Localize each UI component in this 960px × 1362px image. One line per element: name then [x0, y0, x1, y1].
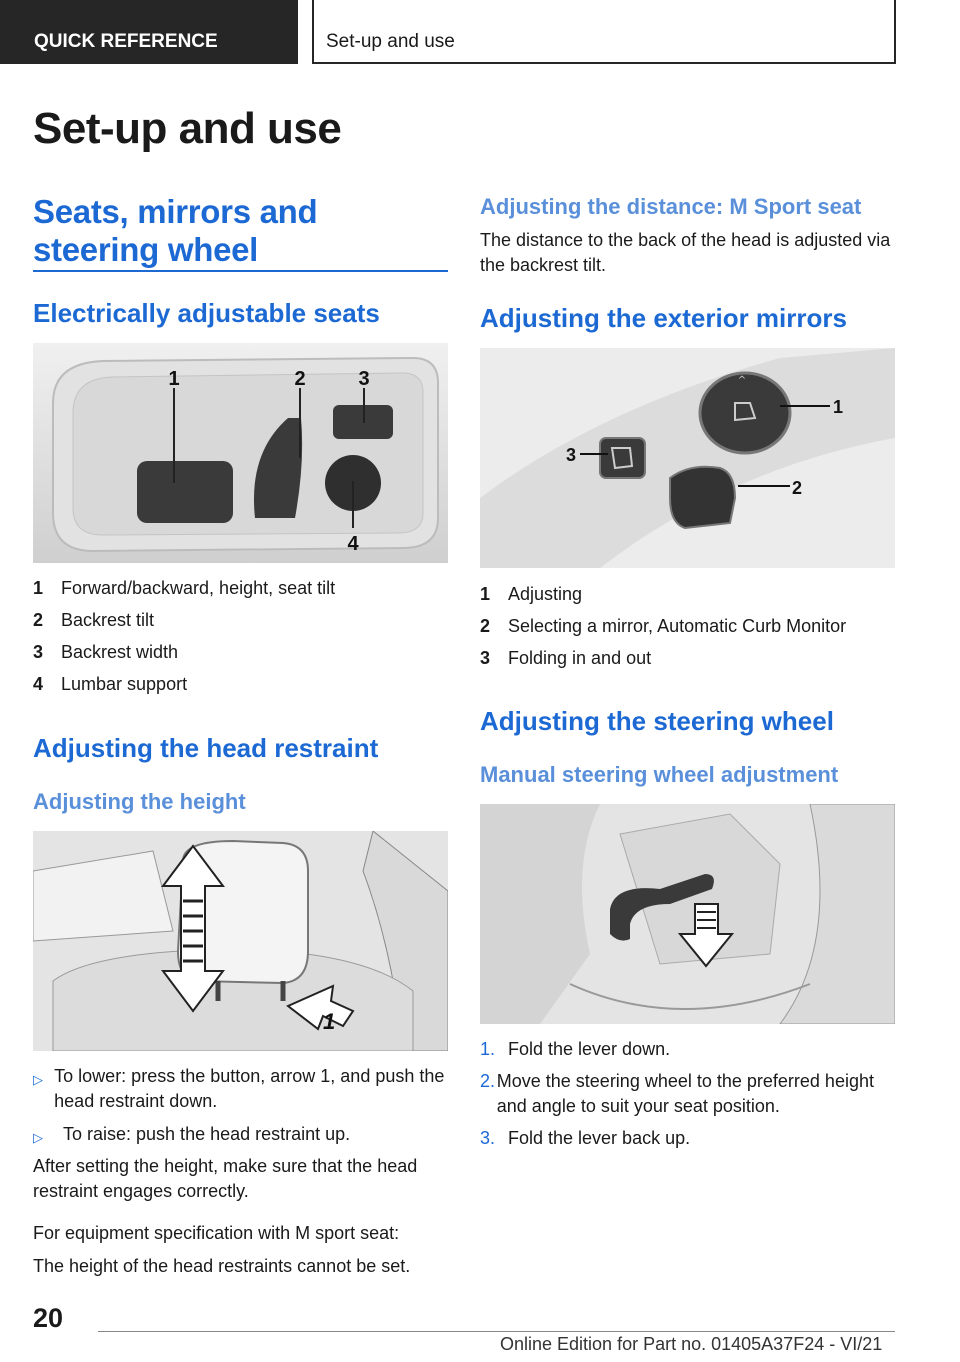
list-item: 4 Lumbar support	[33, 668, 448, 700]
head-restraint-subheading: Adjusting the height	[33, 789, 246, 814]
item-number: 3	[33, 641, 44, 662]
steering-subheading: Manual steering wheel adjustment	[480, 762, 839, 787]
item-text: Selecting a mirror, Automatic Curb Monit…	[508, 615, 847, 636]
step-text: Fold the lever back up.	[508, 1128, 691, 1148]
steering-heading: Adjusting the steering wheel	[480, 706, 834, 736]
item-number: 2	[480, 615, 491, 636]
item-text: Backrest tilt	[61, 609, 155, 630]
seat-callout-4: 4	[347, 533, 359, 555]
page-title: Set-up and use	[33, 104, 342, 153]
step-text: Fold the lever down.	[508, 1039, 671, 1059]
seats-heading: Electrically adjustable seats	[33, 298, 380, 328]
list-item: 3 Folding in and out	[480, 642, 895, 674]
footer-rule	[98, 1331, 895, 1332]
m-sport-text: The distance to the back of the head is …	[480, 230, 891, 275]
item-text: Backrest width	[61, 641, 179, 662]
list-item: ▷ To lower: press the button, arrow 1, an…	[33, 1064, 448, 1114]
m-sport-note: For equipment specification with M sport…	[33, 1223, 400, 1243]
page-number: 20	[33, 1303, 64, 1333]
head-restraint-figure: 1	[33, 831, 448, 1051]
footer-edition: Online Edition for Part no. 01405A37F24 …	[500, 1334, 883, 1354]
list-item: 3. Fold the lever back up.	[480, 1126, 895, 1151]
list-item: 2 Backrest tilt	[33, 604, 448, 636]
item-text: Folding in and out	[508, 647, 652, 668]
seat-callout-3: 3	[358, 368, 369, 390]
list-item: 2.Move the steering wheel to the preferr…	[480, 1069, 895, 1119]
section-rule	[33, 270, 448, 272]
step-number: 1.	[480, 1039, 496, 1059]
item-number: 2	[33, 609, 44, 630]
seat-callout-1: 1	[168, 368, 179, 390]
list-item: 3 Backrest width	[33, 636, 448, 668]
item-number: 1	[480, 583, 491, 604]
m-sport-note-2: The height of the head restraints cannot…	[33, 1256, 411, 1276]
mirrors-heading: Adjusting the exterior mirrors	[480, 303, 847, 333]
seat-callout-2: 2	[294, 368, 305, 390]
head-restraint-note: After setting the height, make sure that…	[33, 1156, 418, 1201]
steering-steps: 1. Fold the lever down. 2.Move the steeri…	[480, 1037, 895, 1151]
mirror-callout-3: 3	[566, 445, 576, 465]
head-restraint-heading: Adjusting the head restraint	[33, 733, 379, 763]
steering-lever-figure	[480, 804, 895, 1024]
item-number: 3	[480, 647, 491, 668]
head-restraint-bullets: ▷ To lower: press the button, arrow 1, an…	[33, 1064, 448, 1150]
list-item: 1 Forward/backward, height, seat tilt	[33, 572, 448, 604]
list-item: 1 Adjusting	[480, 578, 895, 610]
item-text: Adjusting	[508, 583, 583, 604]
item-number: 4	[33, 673, 44, 694]
item-text: Forward/backward, height, seat tilt	[61, 577, 336, 598]
list-item: ▷ To raise: push the head restraint up.	[33, 1122, 448, 1150]
mirror-callout-2: 2	[792, 478, 802, 498]
head-restraint-callout: 1	[323, 1009, 335, 1034]
mirror-callout-1: 1	[833, 397, 843, 417]
bullet-triangle-icon: ▷	[33, 1072, 43, 1087]
item-text: To raise: push the head restraint up.	[63, 1124, 351, 1144]
m-sport-heading: Adjusting the distance: M Sport seat	[480, 194, 862, 219]
step-number: 3.	[480, 1128, 496, 1148]
step-number: 2.	[480, 1071, 496, 1091]
item-text: To lower: press the button, arrow 1, and…	[54, 1066, 445, 1111]
list-item: 2 Selecting a mirror, Automatic Curb Moni…	[480, 610, 895, 642]
item-text: Lumbar support	[61, 673, 188, 694]
item-number: 1	[33, 577, 44, 598]
mirror-controls-figure: ^ 1 2 3	[480, 348, 895, 568]
header-section-tab: QUICK REFERENCE	[0, 0, 298, 64]
step-text: Move the steering wheel to the preferred…	[496, 1071, 874, 1116]
bullet-triangle-icon: ▷	[33, 1130, 43, 1145]
section-title: Seats, mirrors and steering wheel	[33, 193, 318, 268]
svg-text:^: ^	[738, 375, 746, 386]
seat-controls-figure: 1 2 3 4	[33, 343, 448, 563]
mirror-legend: 1 Adjusting 2 Selecting a mirror, Automati…	[480, 578, 895, 674]
header-chapter-tab: Set-up and use	[312, 0, 896, 64]
list-item: 1. Fold the lever down.	[480, 1037, 895, 1062]
